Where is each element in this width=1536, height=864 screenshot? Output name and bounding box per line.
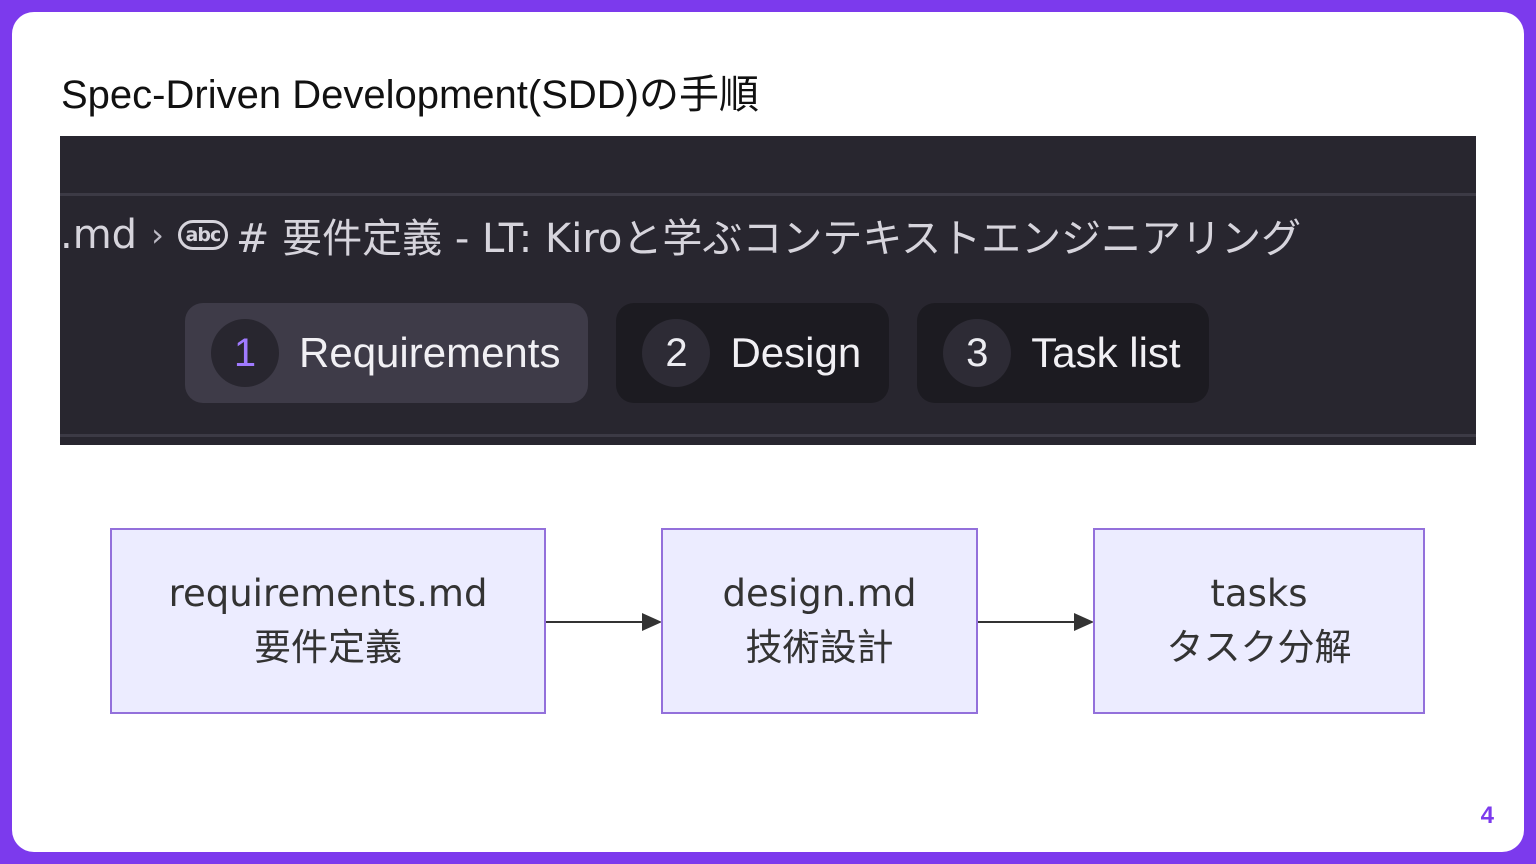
step-label: Requirements bbox=[299, 329, 561, 376]
abc-icon: abc bbox=[177, 220, 228, 250]
flow-node-design: design.md 技術設計 bbox=[661, 528, 978, 714]
step-label: Design bbox=[730, 329, 862, 376]
slide-title: Spec-Driven Development(SDD)の手順 bbox=[61, 73, 759, 117]
editor-screenshot: .md › abc # 要件定義 - LT: Kiroと学ぶコンテキストエンジニ… bbox=[60, 136, 1476, 445]
flow-node-requirements: requirements.md 要件定義 bbox=[110, 528, 546, 714]
divider-top bbox=[60, 193, 1476, 196]
step-task-list[interactable]: 3 Task list bbox=[917, 303, 1209, 403]
divider-bottom bbox=[60, 434, 1476, 437]
spec-steps: 1 Requirements 2 Design 3 Task list bbox=[185, 303, 1209, 403]
step-number: 3 bbox=[943, 319, 1012, 387]
node-description: タスク分解 bbox=[1166, 626, 1352, 669]
breadcrumb-heading[interactable]: # 要件定義 - LT: Kiroと学ぶコンテキストエンジニアリング bbox=[235, 216, 1302, 262]
flow-arrow-2 bbox=[978, 613, 1094, 631]
slide: Spec-Driven Development(SDD)の手順 .md › ab… bbox=[12, 12, 1524, 852]
node-filename: requirements.md bbox=[168, 572, 488, 615]
step-requirements[interactable]: 1 Requirements bbox=[185, 303, 589, 403]
flow-node-tasks: tasks タスク分解 bbox=[1093, 528, 1425, 714]
step-number: 1 bbox=[211, 319, 279, 387]
step-design[interactable]: 2 Design bbox=[616, 303, 890, 403]
node-filename: design.md bbox=[722, 572, 917, 615]
node-description: 技術設計 bbox=[745, 626, 894, 669]
node-description: 要件定義 bbox=[254, 626, 402, 669]
node-filename: tasks bbox=[1210, 572, 1308, 615]
chevron-right-icon: › bbox=[151, 216, 164, 254]
flow-arrow-1 bbox=[546, 613, 662, 631]
step-label: Task list bbox=[1031, 329, 1181, 376]
step-number: 2 bbox=[642, 319, 711, 387]
breadcrumb-file[interactable]: .md bbox=[60, 212, 138, 258]
page-number: 4 bbox=[1480, 802, 1494, 829]
breadcrumb: .md › abc # 要件定義 - LT: Kiroと学ぶコンテキストエンジニ… bbox=[60, 210, 1301, 262]
